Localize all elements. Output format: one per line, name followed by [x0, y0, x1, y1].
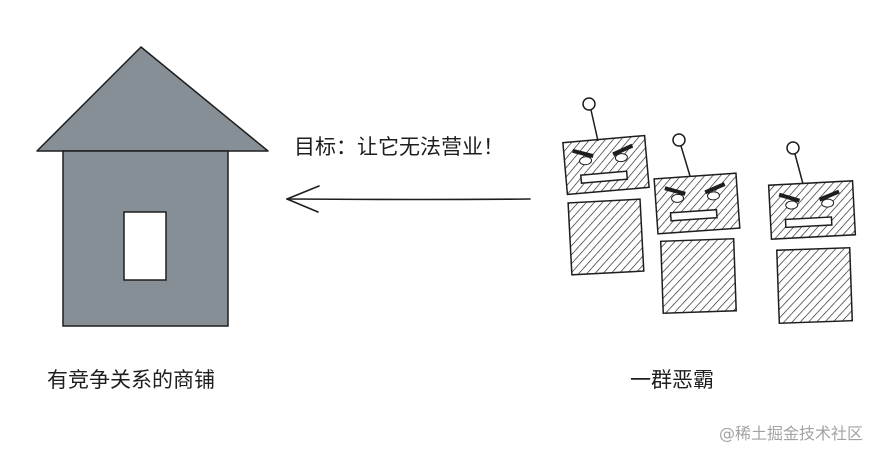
gang-label: 一群恶霸 [630, 368, 714, 392]
angry-robot-icon [562, 97, 650, 276]
robot-body [567, 198, 645, 276]
house-icon [36, 46, 269, 327]
robot-head [653, 172, 741, 235]
robot-mouth [669, 208, 718, 222]
angry-robot-icon [653, 133, 741, 315]
goal-label: 目标：让它无法营业！ [294, 135, 504, 159]
robot-body [659, 237, 737, 315]
robot-head [767, 180, 857, 240]
house-door [123, 211, 167, 281]
shop-label: 有竞争关系的商铺 [47, 368, 215, 392]
house-roof [36, 46, 269, 152]
angry-robot-icon [767, 141, 857, 325]
robot-mouth [784, 216, 833, 229]
watermark: @稀土掘金技术社区 [718, 424, 863, 443]
robot-body [775, 246, 854, 325]
arrow-left-icon [286, 185, 531, 213]
robot-head [562, 134, 650, 196]
robot-mouth [579, 170, 629, 185]
